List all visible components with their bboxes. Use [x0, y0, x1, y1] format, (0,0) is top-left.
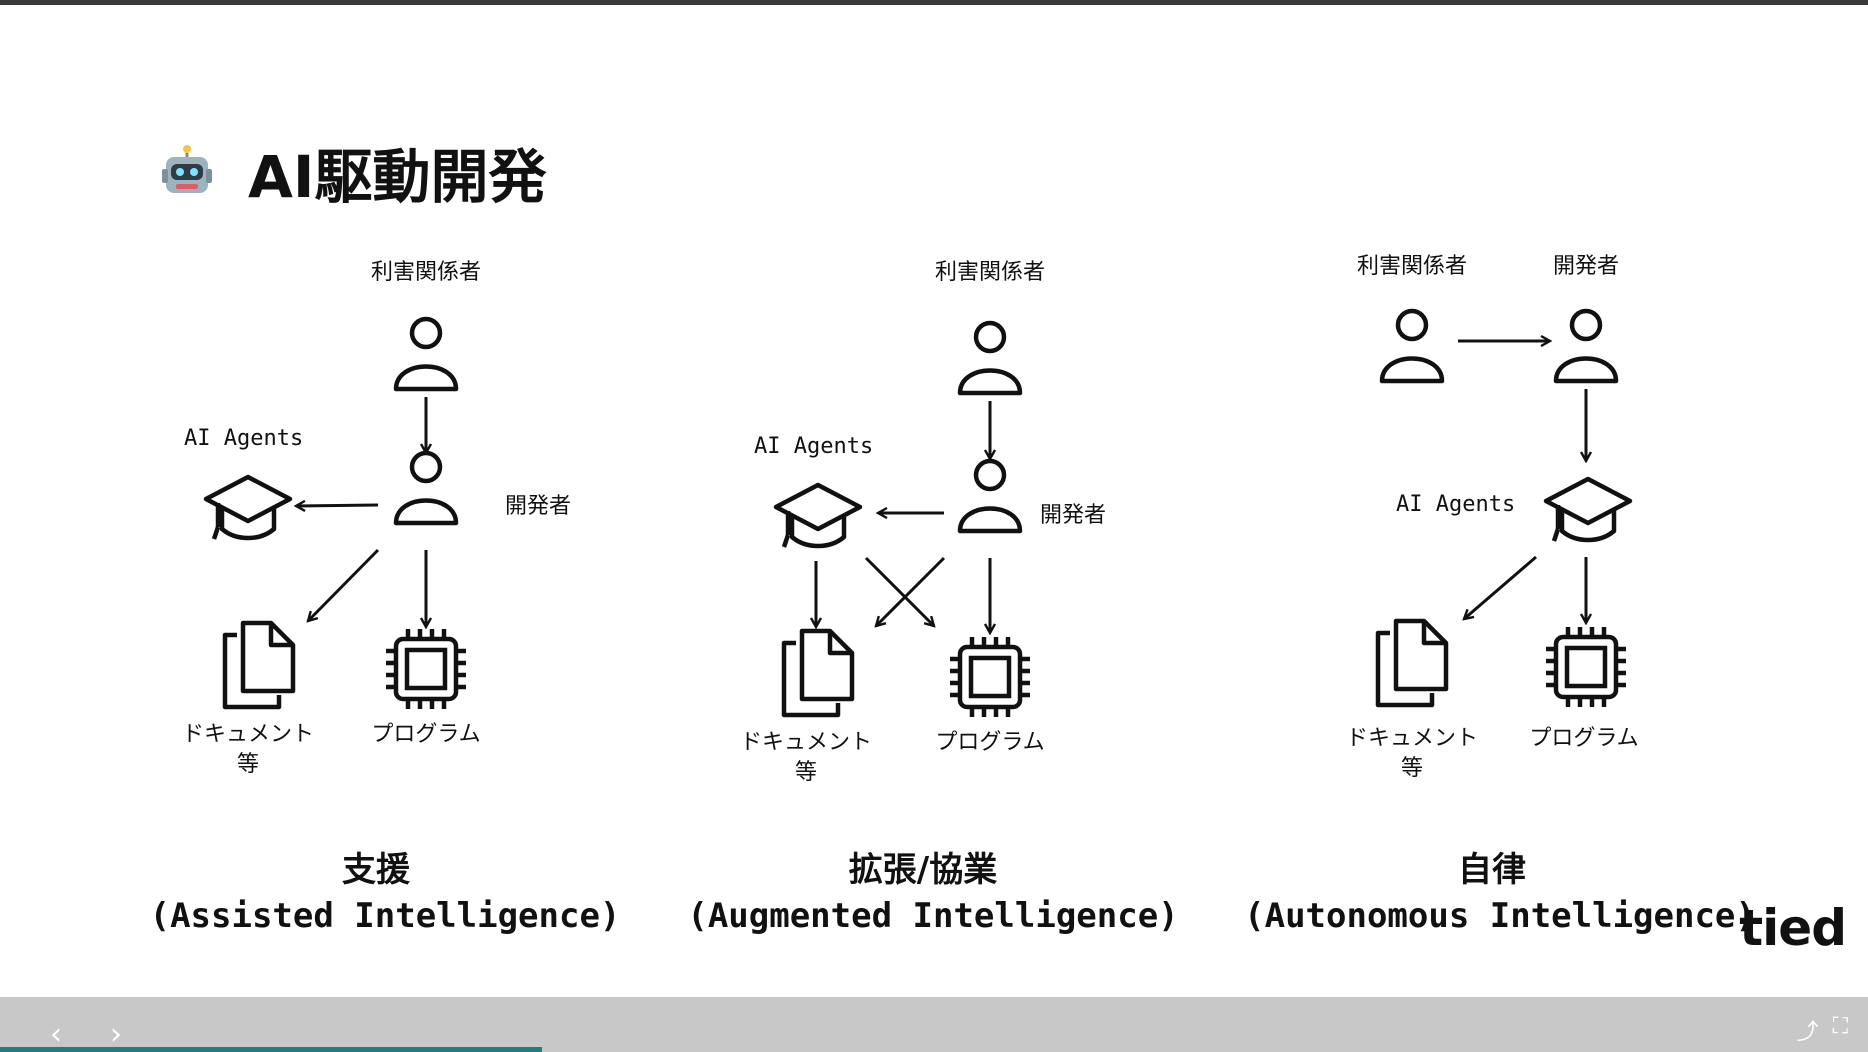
document-label-etc: 等	[1401, 756, 1423, 781]
arrow-developer-to-document	[308, 548, 380, 621]
slide: AI駆動開発	[0, 5, 1868, 997]
panel-autonomous: 利害関係者 開発者 AI Agents ドキュメント 等 プログラム 自律 (A…	[1244, 254, 1756, 936]
footer-controls: ⤴ ⛶	[1797, 1014, 1848, 1046]
tied-logo: tied	[1739, 899, 1847, 957]
stakeholder-person-icon	[960, 323, 1020, 393]
share-icon[interactable]: ⤴	[1796, 1020, 1819, 1045]
ai-agents-graduation-cap-icon	[776, 485, 860, 547]
stakeholder-label: 利害関係者	[1357, 254, 1467, 279]
ai-agents-graduation-cap-icon	[206, 477, 290, 539]
fullscreen-icon[interactable]: ⛶	[1832, 1014, 1848, 1039]
ai-driven-development-diagram: 利害関係者 開発者 AI Agents ドキュメント 等 プログラム 支援 (A…	[150, 254, 1756, 936]
caption-jp: 支援	[342, 850, 411, 890]
program-cpu-chip-icon	[386, 629, 466, 709]
document-label: ドキュメント	[740, 730, 872, 755]
document-label-etc: 等	[795, 760, 817, 785]
document-icon	[784, 631, 852, 715]
slide-progress-bar	[0, 1047, 542, 1052]
presentation-footer: ‹ › ⤴ ⛶	[0, 997, 1868, 1052]
program-cpu-chip-icon	[950, 637, 1030, 717]
prev-slide-chevron-left-icon[interactable]: ‹	[50, 1017, 62, 1052]
ai-agents-graduation-cap-icon	[1546, 479, 1630, 541]
next-slide-chevron-right-icon[interactable]: ›	[110, 1017, 122, 1052]
stakeholder-person-icon	[1382, 311, 1442, 381]
caption-jp: 自律	[1458, 850, 1526, 890]
agents-label: AI Agents	[184, 426, 303, 451]
agents-label: AI Agents	[754, 434, 873, 459]
arrow-agents-to-program	[864, 556, 934, 626]
arrow-developer-to-document	[876, 556, 946, 626]
document-label: ドキュメント	[1346, 726, 1478, 751]
panel-assisted: 利害関係者 開発者 AI Agents ドキュメント 等 プログラム 支援 (A…	[150, 260, 621, 936]
agents-label: AI Agents	[1396, 492, 1515, 517]
program-label: プログラム	[935, 730, 1044, 755]
caption-jp: 拡張/協業	[849, 850, 997, 890]
document-icon	[1378, 621, 1446, 705]
arrow-developer-to-agents	[296, 505, 379, 506]
developer-label: 開発者	[505, 494, 571, 519]
arrow-agents-to-document	[1464, 555, 1537, 619]
stakeholder-label: 利害関係者	[935, 260, 1045, 285]
stakeholder-person-icon	[396, 319, 456, 389]
document-icon	[225, 623, 293, 707]
developer-label: 開発者	[1553, 254, 1619, 279]
document-label: ドキュメント	[182, 722, 314, 747]
stakeholder-label: 利害関係者	[371, 260, 481, 285]
developer-label: 開発者	[1040, 503, 1106, 528]
program-label: プログラム	[1529, 726, 1638, 751]
developer-person-icon	[396, 453, 456, 523]
robot-icon	[162, 145, 212, 193]
title-row: AI駆動開発	[160, 130, 546, 214]
document-label-etc: 等	[237, 752, 259, 777]
progress-track	[0, 1047, 1868, 1052]
slide-title: AI駆動開発	[248, 143, 547, 211]
window-top-border	[0, 0, 1868, 5]
panel-augmented: 利害関係者 開発者 AI Agents ドキュメント 等 プログラム 拡張/協業…	[687, 260, 1178, 936]
program-cpu-chip-icon	[1546, 627, 1626, 707]
program-label: プログラム	[371, 722, 480, 747]
caption-en: (Autonomous Intelligence)	[1244, 896, 1756, 936]
caption-en: (Assisted Intelligence)	[150, 896, 621, 936]
developer-person-icon	[960, 461, 1020, 531]
caption-en: (Augmented Intelligence)	[687, 896, 1178, 936]
developer-person-icon	[1556, 311, 1616, 381]
